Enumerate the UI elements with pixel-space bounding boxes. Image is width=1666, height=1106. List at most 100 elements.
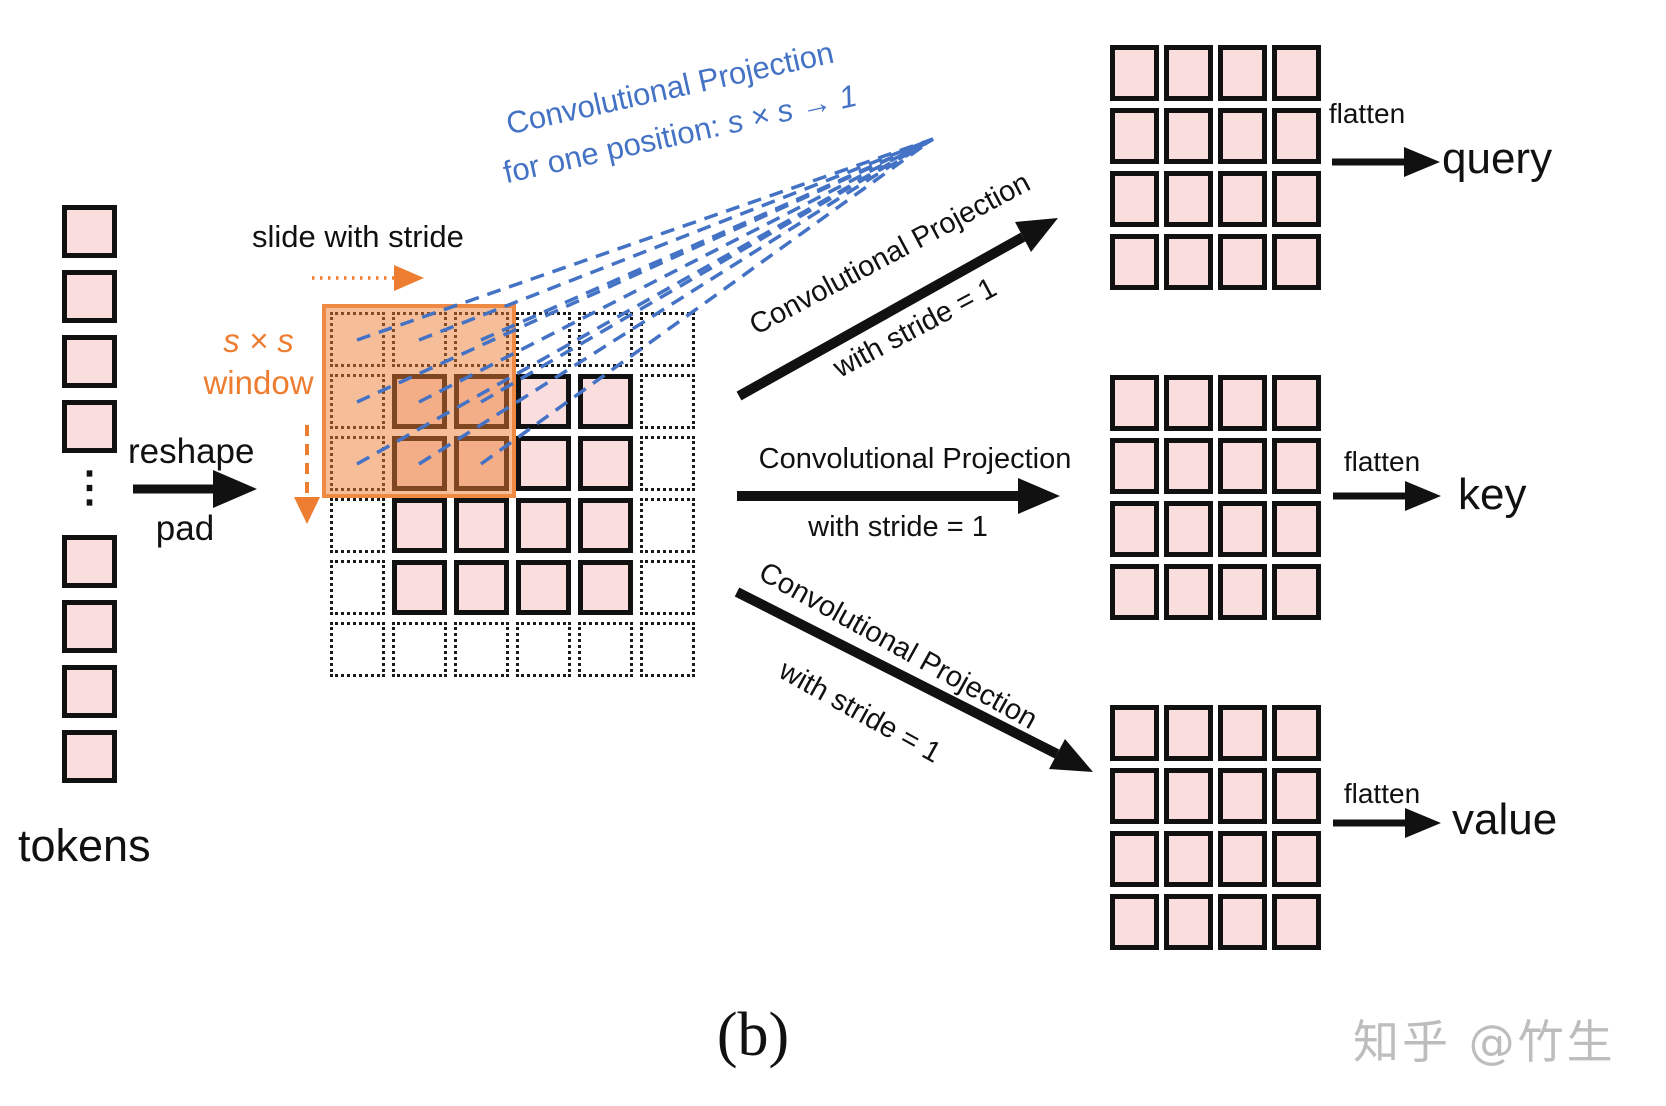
token-cell: [392, 560, 447, 615]
token-cell: [1110, 705, 1159, 761]
subfigure-caption: (b): [716, 1001, 790, 1069]
token-cell: [1110, 108, 1159, 164]
token-cell: [578, 560, 633, 615]
padding-cell: [516, 312, 571, 367]
sxs-window-label-word: window: [203, 364, 314, 401]
flatten-arrow-value: [1333, 808, 1441, 838]
token-square: [62, 335, 117, 388]
token-square: [62, 205, 117, 258]
slide-down-arrow: [294, 425, 320, 524]
value-label: value: [1452, 795, 1558, 844]
token-cell: [1272, 45, 1321, 101]
token-cell: [1110, 171, 1159, 227]
token-cell: [1110, 45, 1159, 101]
token-cell: [1164, 438, 1213, 494]
token-cell: [1164, 108, 1213, 164]
token-cell: [1164, 375, 1213, 431]
token-cell: [1164, 894, 1213, 950]
token-stack-top: [62, 205, 117, 453]
flatten-label-value: flatten: [1343, 778, 1421, 809]
reshape-label: reshape: [128, 432, 255, 471]
token-cell: [578, 436, 633, 491]
token-cell: [1272, 768, 1321, 824]
padding-cell: [330, 622, 385, 677]
sxs-window-label: s × s window: [196, 320, 321, 404]
flatten-label-query: flatten: [1328, 98, 1406, 129]
token-cell: [1272, 894, 1321, 950]
token-cell: [1272, 375, 1321, 431]
token-cell: [516, 560, 571, 615]
padding-cell: [454, 622, 509, 677]
conv-projection-one-position-note: Convolutional Projection for one positio…: [440, 15, 909, 206]
token-cell: [1218, 171, 1267, 227]
token-cell: [1218, 894, 1267, 950]
padding-cell: [640, 622, 695, 677]
token-cell: [1218, 831, 1267, 887]
value-feature-grid: [1110, 705, 1321, 950]
token-cell: [1218, 234, 1267, 290]
token-cell: [1218, 45, 1267, 101]
token-cell: [1110, 768, 1159, 824]
reshape-arrow: [133, 470, 257, 508]
slide-stride-arrow: [312, 265, 424, 291]
token-cell: [1164, 501, 1213, 557]
padding-cell: [516, 622, 571, 677]
token-cell: [578, 498, 633, 553]
pad-label: pad: [155, 509, 215, 548]
token-cell: [1164, 234, 1213, 290]
token-cell: [1164, 705, 1213, 761]
token-cell: [1164, 564, 1213, 620]
token-cell: [1110, 438, 1159, 494]
token-cell: [516, 374, 571, 429]
token-cell: [1110, 894, 1159, 950]
slide-with-stride-label: slide with stride: [252, 219, 464, 254]
token-square: [62, 535, 117, 588]
padding-cell: [640, 560, 695, 615]
token-cell: [1110, 375, 1159, 431]
padding-cell: [330, 560, 385, 615]
token-cell: [1110, 564, 1159, 620]
token-cell: [1164, 45, 1213, 101]
padding-cell: [578, 622, 633, 677]
padding-cell: [640, 436, 695, 491]
tokens-ellipsis: ⋮: [68, 463, 111, 510]
flatten-arrow-query: [1332, 147, 1440, 177]
token-cell: [1110, 234, 1159, 290]
conv-projection-label-key-line1: Convolutional Projection: [758, 443, 1072, 475]
token-cell: [1218, 705, 1267, 761]
padding-cell: [392, 622, 447, 677]
token-cell: [1218, 438, 1267, 494]
token-cell: [392, 498, 447, 553]
token-cell: [1218, 375, 1267, 431]
token-square: [62, 400, 117, 453]
zhihu-watermark: 知乎 @竹生: [1353, 1015, 1616, 1069]
token-cell: [1164, 831, 1213, 887]
token-cell: [1272, 831, 1321, 887]
token-cell: [1110, 831, 1159, 887]
padding-cell: [640, 374, 695, 429]
token-cell: [454, 560, 509, 615]
flatten-arrow-key: [1333, 481, 1441, 511]
token-cell: [454, 498, 509, 553]
query-label: query: [1442, 134, 1553, 183]
token-cell: [1272, 438, 1321, 494]
padding-cell: [578, 312, 633, 367]
token-square: [62, 730, 117, 783]
key-label: key: [1458, 470, 1527, 519]
sxs-window-overlay: [322, 304, 516, 498]
tokens-label: tokens: [18, 820, 151, 871]
token-cell: [1272, 234, 1321, 290]
token-cell: [1272, 501, 1321, 557]
key-feature-grid: [1110, 375, 1321, 620]
token-square: [62, 600, 117, 653]
token-cell: [1218, 564, 1267, 620]
token-cell: [1272, 108, 1321, 164]
token-cell: [578, 374, 633, 429]
sxs-window-label-size: s × s: [223, 322, 294, 359]
token-square: [62, 665, 117, 718]
token-cell: [516, 498, 571, 553]
token-cell: [1272, 564, 1321, 620]
token-cell: [1272, 171, 1321, 227]
